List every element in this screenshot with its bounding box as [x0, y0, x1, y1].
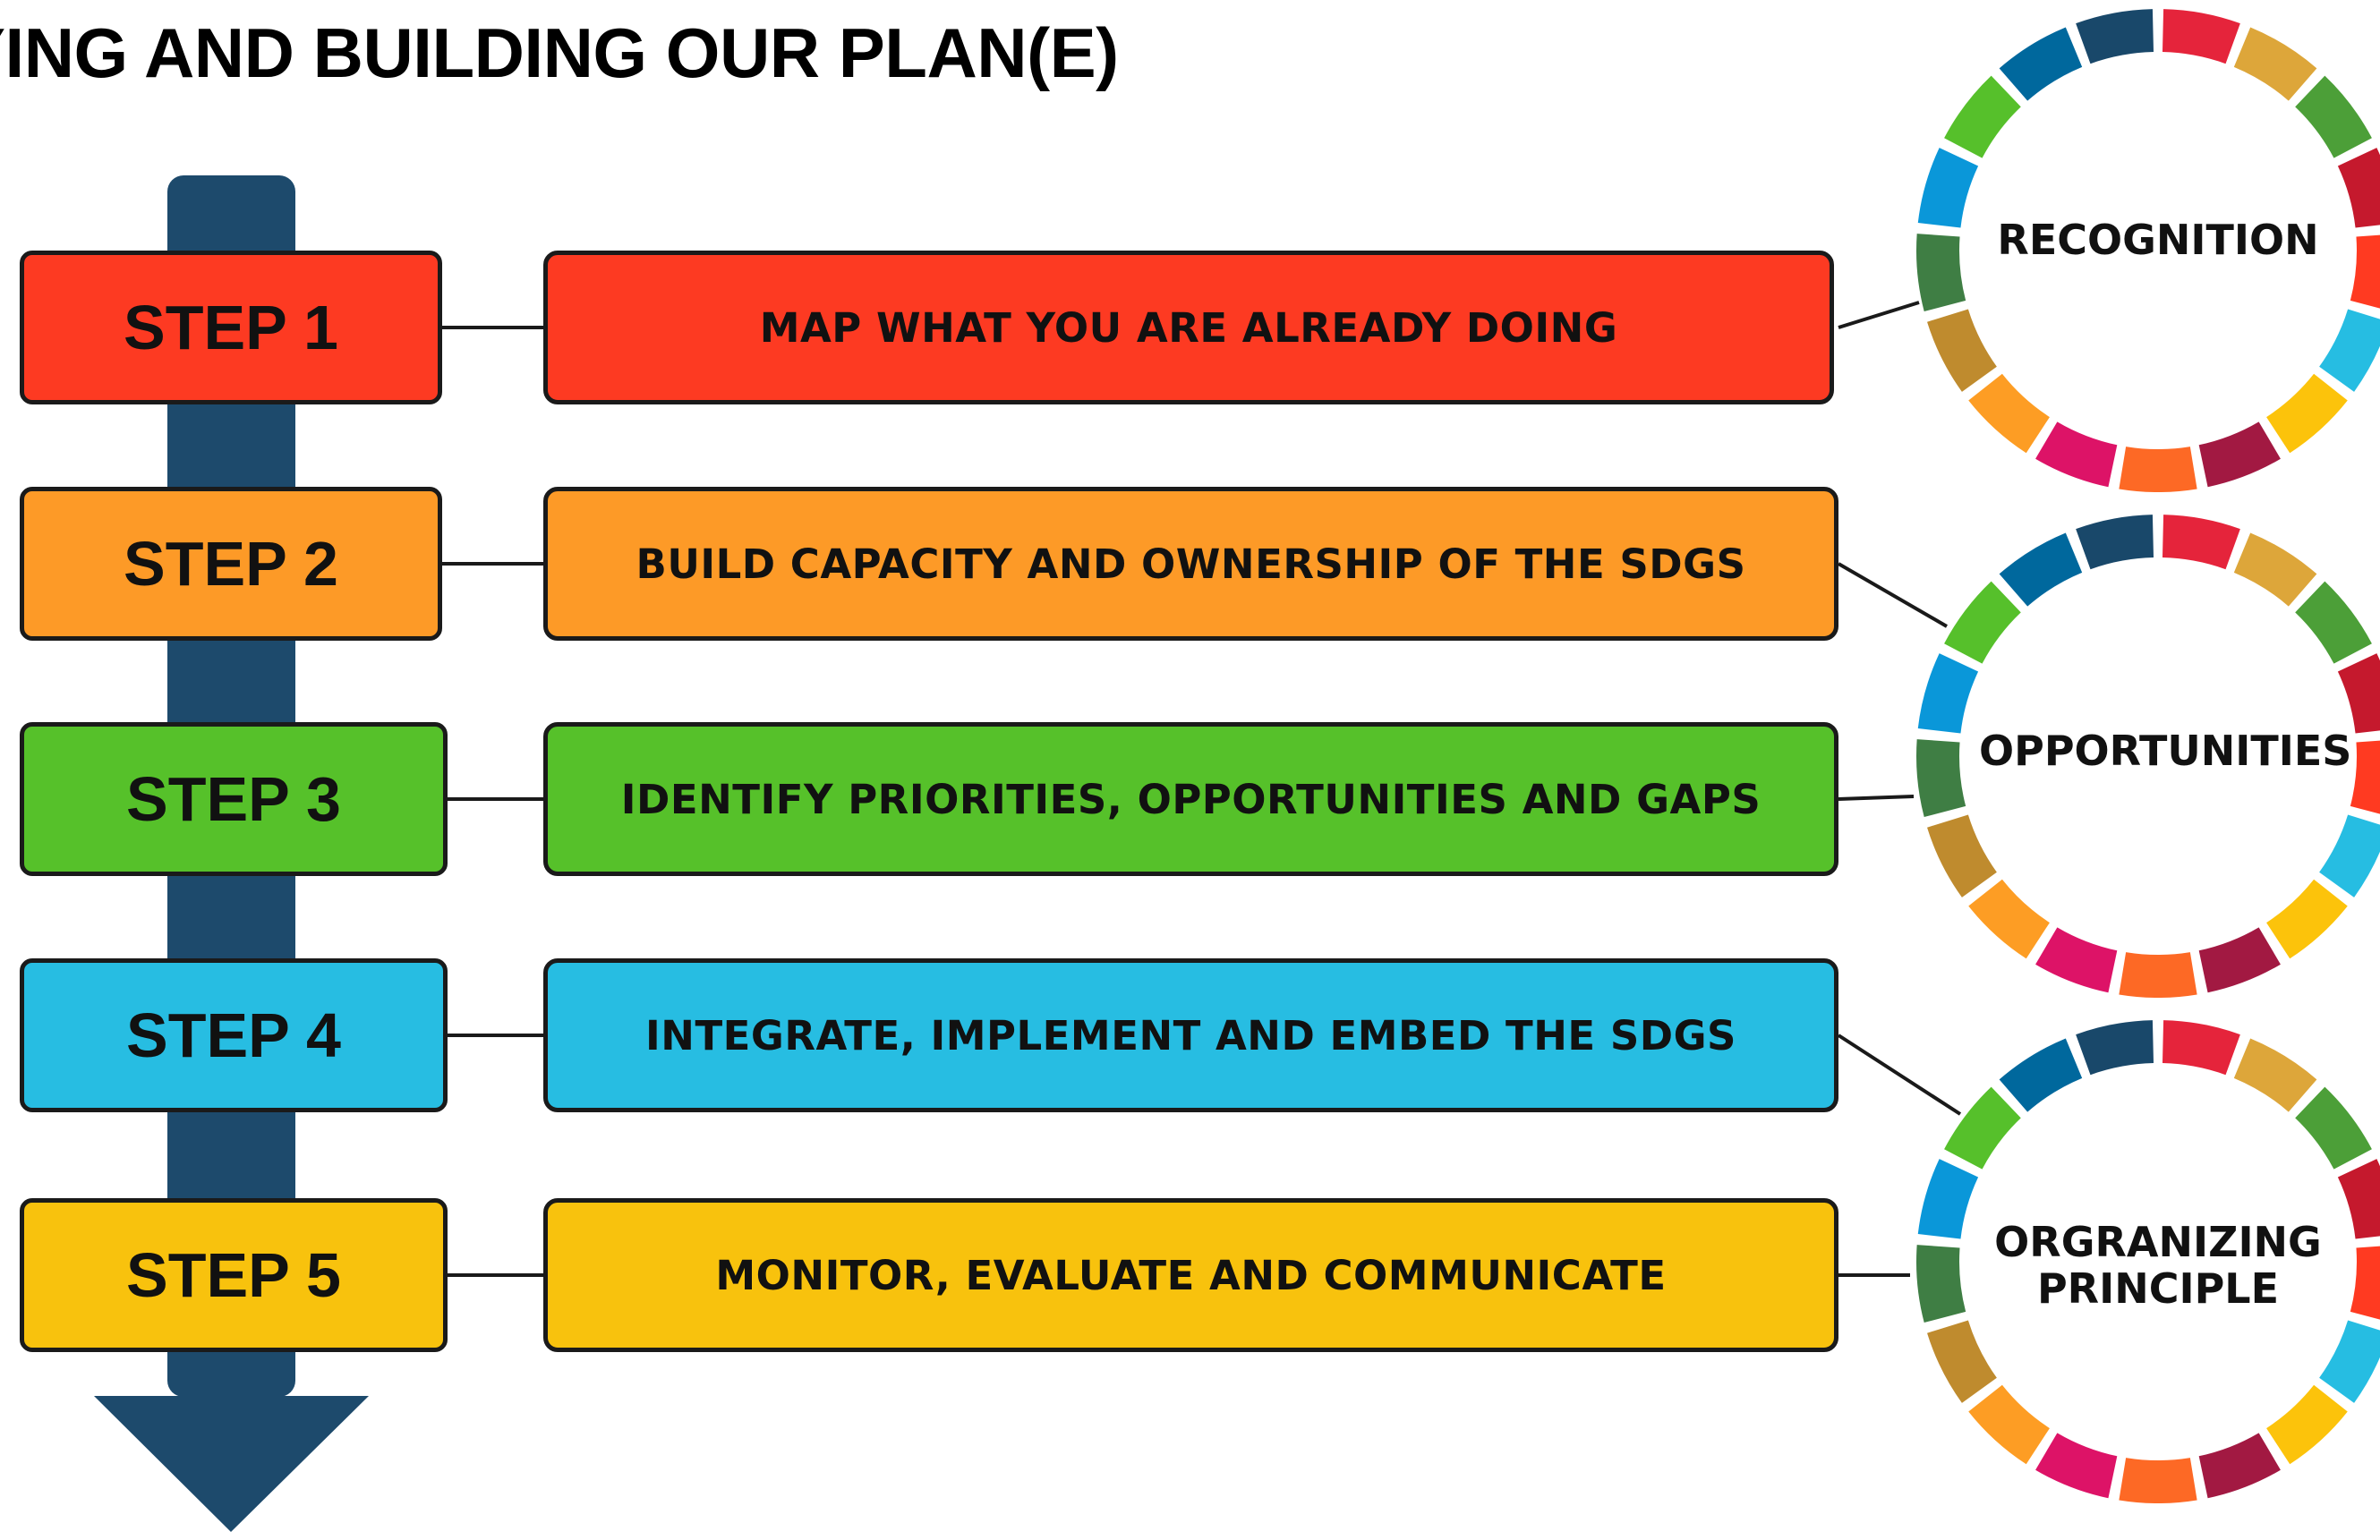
step-1-description-box: MAP WHAT YOU ARE ALREADY DOING — [543, 251, 1834, 404]
sdg-wheel-icon — [1916, 1020, 2380, 1503]
ring-segment — [1999, 27, 2083, 101]
ring-segment — [2266, 879, 2348, 959]
step-4-label: STEP 4 — [126, 1000, 341, 1070]
connector-ring2b — [1838, 795, 1915, 801]
ring-center — [1965, 563, 2351, 949]
step-1-description: MAP WHAT YOU ARE ALREADY DOING — [759, 303, 1618, 352]
ring-segment — [2162, 9, 2240, 64]
step-5-description: MONITOR, EVALUATE AND COMMUNICATE — [715, 1251, 1667, 1299]
step-3-box: STEP 3 — [20, 722, 448, 876]
step-1-box: STEP 1 — [20, 251, 442, 404]
ring-segment — [2119, 1458, 2197, 1503]
step-1-label: STEP 1 — [124, 293, 338, 362]
ring-segment — [1917, 148, 1979, 228]
step-2-box: STEP 2 — [20, 487, 442, 641]
ring-segment — [2233, 1038, 2317, 1112]
ring-segment — [1944, 1086, 2021, 1170]
ring-organizing-principle-label: ORGRANIZING PRINCIPLE — [1994, 1218, 2322, 1313]
ring-recognition-label: RECOGNITION — [1997, 216, 2319, 264]
ring-segment — [2076, 1020, 2154, 1076]
step-5-label: STEP 5 — [126, 1240, 341, 1310]
ring-segment — [1927, 814, 1997, 898]
step-4-description: INTEGRATE, IMPLEMENT AND EMBED THE SDGS — [645, 1011, 1736, 1059]
ring-segment — [1999, 532, 2083, 607]
sdg-wheel-icon — [1916, 9, 2380, 492]
ring-segment — [2198, 1433, 2281, 1499]
ring-segment — [1999, 1038, 2083, 1112]
ring-segment — [1968, 1384, 2050, 1465]
ring-segment — [2337, 1159, 2380, 1239]
step-3-label: STEP 3 — [126, 764, 341, 834]
ring-segment — [1968, 373, 2050, 454]
ring-segment — [2035, 1433, 2118, 1499]
ring-segment — [2035, 421, 2118, 488]
sdg-wheel-icon — [1916, 515, 2380, 998]
step-2-description-box: BUILD CAPACITY AND OWNERSHIP OF THE SDGS — [543, 487, 1838, 641]
step-5-box: STEP 5 — [20, 1198, 448, 1352]
ring-segment — [1968, 879, 2050, 959]
ring-segment — [1944, 581, 2021, 664]
step-5-description-box: MONITOR, EVALUATE AND COMMUNICATE — [543, 1198, 1838, 1352]
step-2-description: BUILD CAPACITY AND OWNERSHIP OF THE SDGS — [636, 540, 1746, 588]
step-3-description: IDENTIFY PRIORITIES, OPPORTUNITIES AND G… — [620, 775, 1762, 823]
ring-segment — [2350, 234, 2380, 309]
arrow-head — [94, 1396, 369, 1532]
connector-ring2a — [1837, 562, 1949, 628]
ring-segment — [1927, 1320, 1997, 1403]
ring-segment — [1916, 739, 1966, 818]
ring-segment — [2295, 75, 2372, 158]
ring-segment — [2119, 447, 2197, 492]
step-2-label: STEP 2 — [124, 529, 338, 599]
ring-segment — [2233, 27, 2317, 101]
ring-segment — [2119, 952, 2197, 998]
ring-segment — [1917, 1159, 1979, 1239]
ring-segment — [2266, 373, 2348, 454]
ring-segment — [1916, 1245, 1966, 1323]
step-4-box: STEP 4 — [20, 958, 448, 1112]
connector-ring3a — [1837, 1034, 1962, 1116]
ring-segment — [2076, 515, 2154, 570]
ring-segment — [2337, 653, 2380, 734]
ring-segment — [1927, 309, 1997, 392]
ring-segment — [2350, 1246, 2380, 1320]
ring-segment — [2233, 532, 2317, 607]
ring-opportunities-label: OPPORTUNITIES — [1979, 727, 2352, 775]
ring-segment — [2295, 581, 2372, 664]
connector-ring1 — [1838, 301, 1920, 329]
ring-segment — [2319, 814, 2380, 898]
ring-segment — [2350, 740, 2380, 814]
ring-center — [1965, 1068, 2351, 1455]
ring-segment — [2319, 309, 2380, 392]
ring-segment — [2337, 148, 2380, 228]
page-title: YING AND BUILDING OUR PLAN(E) — [0, 13, 1119, 92]
step-4-description-box: INTEGRATE, IMPLEMENT AND EMBED THE SDGS — [543, 958, 1838, 1112]
step-3-description-box: IDENTIFY PRIORITIES, OPPORTUNITIES AND G… — [543, 722, 1838, 876]
ring-segment — [2162, 1020, 2240, 1076]
ring-center — [1965, 57, 2351, 444]
ring-segment — [1917, 653, 1979, 734]
ring-segment — [2319, 1320, 2380, 1403]
ring-segment — [2076, 9, 2154, 64]
ring-segment — [2198, 421, 2281, 488]
ring-segment — [1916, 234, 1966, 312]
ring-segment — [2035, 927, 2118, 993]
ring-segment — [2198, 927, 2281, 993]
ring-segment — [2162, 515, 2240, 570]
ring-segment — [2266, 1384, 2348, 1465]
ring-segment — [2295, 1086, 2372, 1170]
ring-segment — [1944, 75, 2021, 158]
